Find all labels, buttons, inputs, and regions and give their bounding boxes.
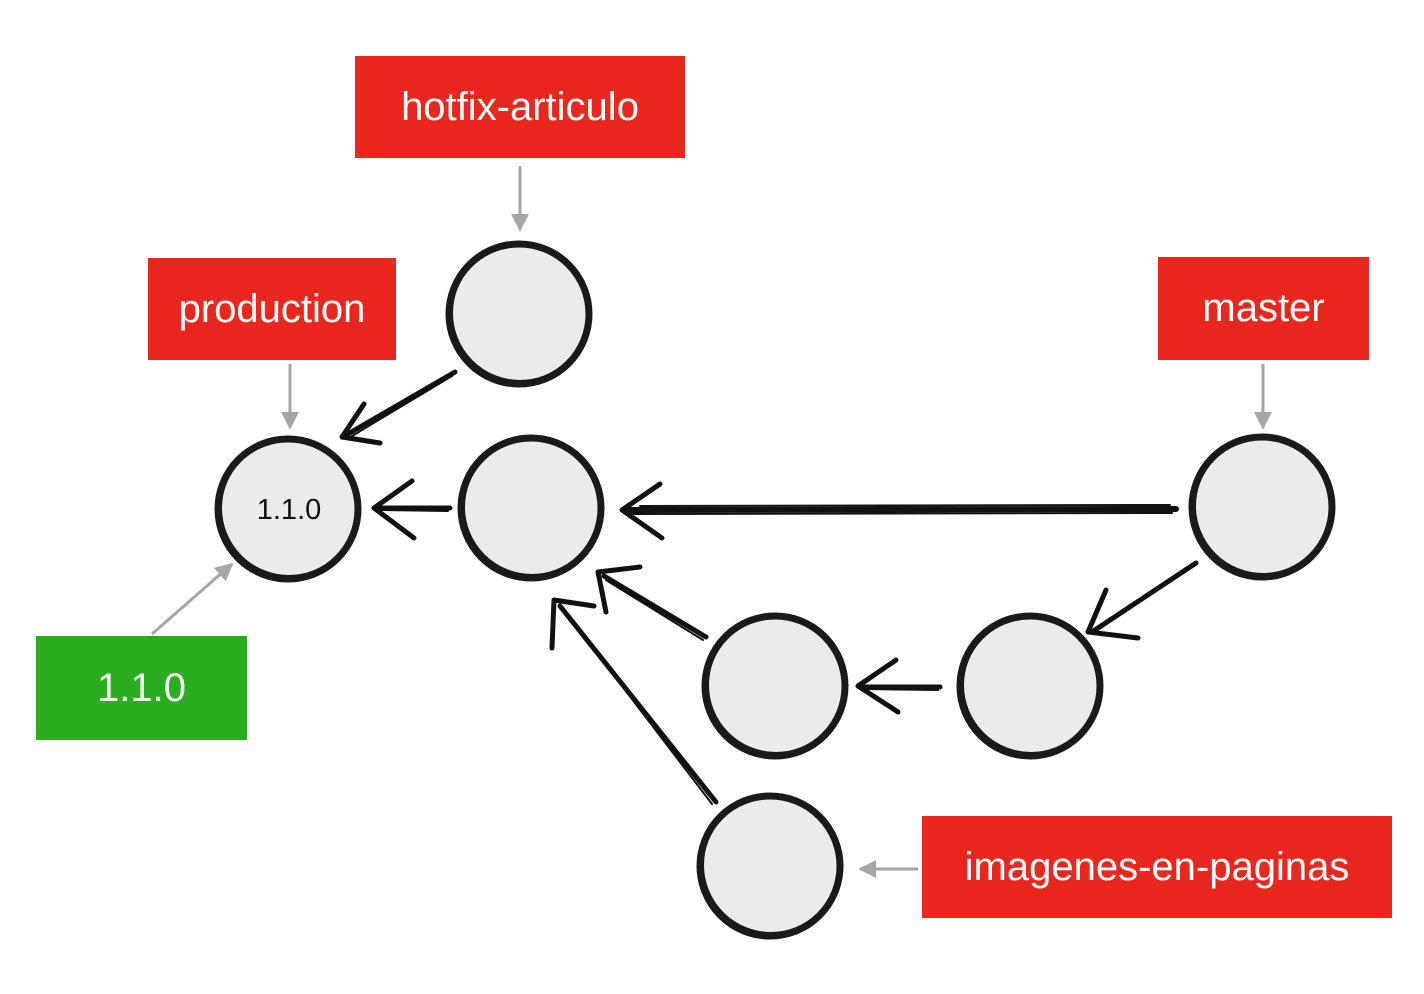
label-pointers	[151, 166, 1272, 878]
edge-b1-to-middle	[595, 564, 709, 641]
commit-node-branch-2	[956, 612, 1104, 760]
commit-node-branch-1	[701, 612, 849, 760]
branch-label-imagenes-text: imagenes-en-paginas	[964, 844, 1350, 889]
edge-imagenes-to-middle	[549, 597, 719, 805]
commit-nodes: 1.1.0	[214, 240, 1336, 940]
tag-label: 1.1.0	[36, 636, 247, 740]
branch-label-hotfix-text: hotfix-articulo	[401, 84, 639, 129]
branch-label-master: master	[1158, 257, 1369, 360]
branch-label-production: production	[148, 258, 396, 360]
commit-node-root-label: 1.1.0	[257, 494, 322, 526]
branch-label-master-text: master	[1202, 286, 1325, 330]
commit-node-imagenes	[696, 792, 844, 940]
edge-master-to-middle	[619, 481, 1179, 541]
branch-label-hotfix: hotfix-articulo	[355, 56, 685, 158]
edge-hotfix-to-root	[339, 369, 458, 446]
edge-middle-to-root	[371, 478, 453, 541]
commit-node-middle	[457, 434, 605, 582]
branch-label-imagenes: imagenes-en-paginas	[922, 816, 1392, 918]
commit-node-master	[1188, 433, 1336, 581]
edge-master-to-b2	[1085, 560, 1199, 641]
commit-node-hotfix	[445, 240, 593, 388]
tag-label-text: 1.1.0	[97, 665, 186, 710]
commit-edges	[339, 369, 1199, 805]
edge-b2-to-b1	[855, 657, 943, 715]
commit-node-root: 1.1.0	[214, 435, 362, 583]
branch-label-production-text: production	[178, 286, 366, 331]
tag-pointer-arrow	[151, 562, 234, 636]
